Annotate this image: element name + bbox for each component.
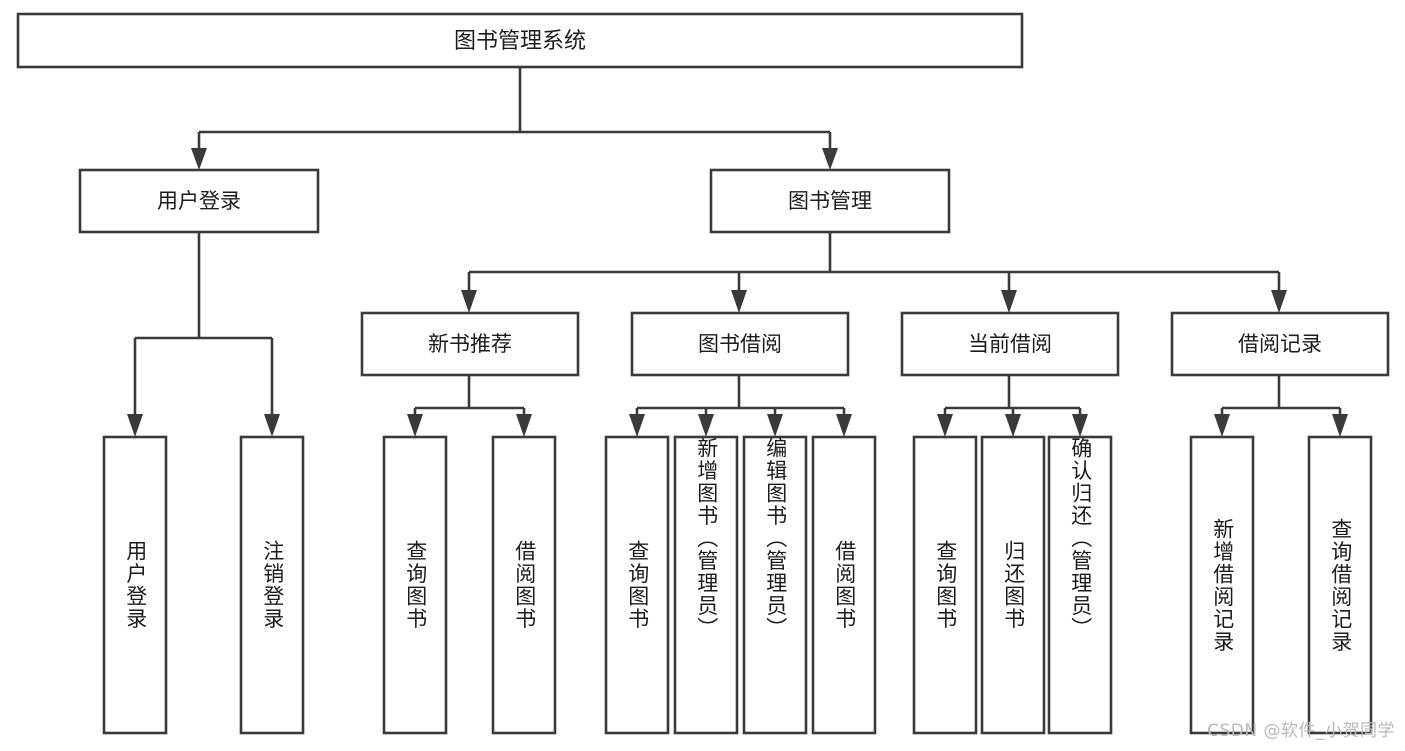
arrowhead-br-leaf-2 [1332, 414, 1348, 437]
arrowhead-bb-leaf-2 [698, 414, 714, 437]
arrowhead-leaf-logout [264, 414, 280, 437]
arrowhead-book-manage [822, 148, 838, 170]
arrowhead-cb-leaf-3 [1072, 414, 1088, 437]
arrowhead-borrow-record [1271, 290, 1287, 313]
node-label-current-borrow: 当前借阅 [968, 332, 1052, 356]
arrowhead-current-borrow [1001, 290, 1017, 313]
node-label-book-borrow: 图书借阅 [698, 332, 782, 356]
arrowhead-br-leaf-1 [1214, 414, 1230, 437]
arrowhead-nb-leaf-2 [516, 414, 532, 437]
leaf-box-cb-return-book[interactable] [980, 435, 1046, 735]
node-label-user-login: 用户登录 [157, 189, 241, 213]
node-label-borrow-record: 借阅记录 [1238, 332, 1322, 356]
leaf-box-nb-borrow-book[interactable] [491, 435, 557, 735]
leaf-box-bb-query-book[interactable] [604, 435, 670, 735]
node-box-new-book-recommend[interactable] [360, 311, 580, 377]
watermark-text: CSDN @软件_小贺同学 [1207, 721, 1395, 741]
node-box-book-borrow[interactable] [630, 311, 850, 377]
leaf-box-cb-query-book[interactable] [912, 435, 978, 735]
node-label-root: 图书管理系统 [454, 29, 586, 54]
node-label-new-book-recommend: 新书推荐 [428, 332, 512, 356]
leaf-box-user-login[interactable] [102, 435, 168, 735]
arrowhead-bb-leaf-4 [836, 414, 852, 437]
node-box-borrow-record[interactable] [1170, 311, 1390, 377]
leaf-box-nb-query-book[interactable] [382, 435, 448, 735]
node-box-root[interactable] [16, 12, 1024, 69]
node-label-book-manage: 图书管理 [788, 189, 872, 213]
arrowhead-bb-leaf-1 [629, 414, 645, 437]
connector-group-userlogin-to-leaves [127, 232, 280, 437]
arrowhead-cb-leaf-1 [937, 414, 953, 437]
leaf-box-cb-confirm-return[interactable] [1047, 435, 1113, 735]
node-box-book-manage[interactable] [709, 168, 951, 234]
connector-group-currentborrow-to-leaves [937, 375, 1088, 437]
leaf-box-logout[interactable] [239, 435, 305, 735]
arrowhead-leaf-user-login [127, 414, 143, 437]
leaf-box-br-query-record[interactable] [1307, 435, 1373, 735]
connector-group-borrowrecord-to-leaves [1214, 375, 1348, 437]
leaf-box-bb-edit-book[interactable] [742, 435, 808, 735]
arrowhead-bb-leaf-3 [767, 414, 783, 437]
node-box-current-borrow[interactable] [900, 311, 1120, 377]
arrowhead-user-login [191, 148, 207, 170]
arrowhead-new-book [461, 290, 477, 313]
leaf-box-bb-borrow-book[interactable] [811, 435, 877, 735]
connector-group-newbook-to-leaves [407, 375, 532, 437]
arrowhead-nb-leaf-1 [407, 414, 423, 437]
leaf-box-bb-add-book[interactable] [673, 435, 739, 735]
arrowhead-book-borrow [731, 290, 747, 313]
connector-group-root-to-level2 [191, 67, 838, 170]
leaf-box-br-add-record[interactable] [1189, 435, 1255, 735]
connector-group-bookmanage-to-level3 [461, 232, 1287, 313]
arrowhead-cb-leaf-2 [1005, 414, 1021, 437]
connector-group-bookborrow-to-leaves [629, 375, 852, 437]
node-box-user-login[interactable] [78, 168, 320, 234]
